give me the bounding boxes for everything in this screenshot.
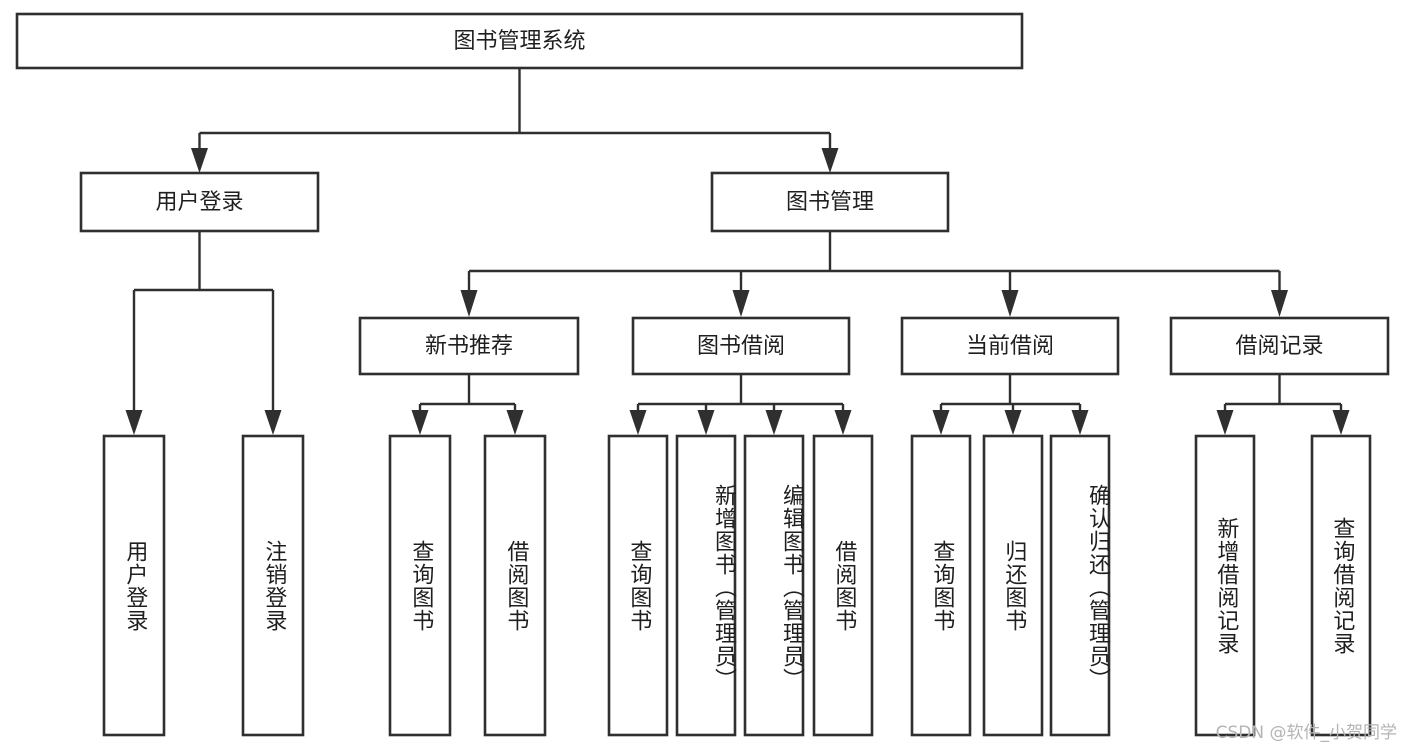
- arrow-head-leaf-query-borrow-record: [1332, 410, 1350, 435]
- arrow-head-borrow-record: [1271, 290, 1288, 317]
- node-layer: 图书管理系统 用户登录 图书管理 新书推荐 图书借阅 当前借阅 借阅记录: [15, 12, 1390, 737]
- arrow-head-leaf-add-book-admin: [697, 410, 715, 435]
- arrow-head-leaf-borrow-book: [834, 410, 852, 435]
- connector-current-borrow-to-leaves: [939, 374, 1082, 412]
- arrow-head-leaf-add-borrow-record: [1216, 410, 1234, 435]
- node-box-leaf-query-book-recommend[interactable]: [388, 434, 452, 737]
- node-box-leaf-logout[interactable]: [241, 434, 305, 737]
- arrow-head-user-login: [191, 148, 208, 173]
- node-box-leaf-query-book-current[interactable]: [910, 434, 972, 737]
- node-box-leaf-return-book[interactable]: [982, 434, 1044, 737]
- node-box-leaf-user-login[interactable]: [102, 434, 166, 737]
- node-box-root[interactable]: [15, 12, 1024, 70]
- node-box-borrow-record[interactable]: [1169, 316, 1390, 376]
- arrow-head-leaf-query-book-recommend: [411, 410, 429, 435]
- arrow-head-leaf-query-book-borrow: [629, 410, 647, 435]
- connector-root-to-level1: [198, 68, 832, 150]
- node-box-leaf-query-book-borrow[interactable]: [607, 434, 669, 737]
- arrow-head-current-borrow: [1001, 290, 1019, 317]
- arrow-head-book-management: [821, 148, 839, 173]
- connector-new-book-recommend-to-leaves: [418, 374, 517, 412]
- node-label-book-management: 图书管理: [786, 190, 874, 215]
- arrow-head-leaf-borrow-book-recommend: [506, 410, 524, 435]
- node-box-user-login[interactable]: [79, 171, 320, 233]
- node-box-leaf-query-borrow-record[interactable]: [1310, 434, 1372, 737]
- node-box-leaf-confirm-return-admin[interactable]: [1049, 434, 1111, 737]
- node-box-leaf-borrow-book-recommend[interactable]: [483, 434, 547, 737]
- connector-borrow-record-to-leaves: [1223, 374, 1343, 412]
- node-label-borrow-record: 借阅记录: [1235, 334, 1323, 359]
- node-box-book-management[interactable]: [710, 171, 950, 233]
- node-box-current-borrow[interactable]: [900, 316, 1120, 376]
- arrow-head-leaf-confirm-return-admin: [1071, 410, 1089, 435]
- connector-book-management-to-level2: [467, 231, 1281, 292]
- node-label-user-login: 用户登录: [155, 190, 243, 215]
- node-box-book-borrow[interactable]: [631, 316, 851, 376]
- connector-user-login-to-leaves: [132, 231, 275, 412]
- node-box-leaf-add-borrow-record[interactable]: [1194, 434, 1256, 737]
- arrow-head-leaf-logout: [264, 410, 282, 435]
- arrow-head-leaf-user-login: [125, 410, 143, 435]
- node-box-new-book-recommend[interactable]: [358, 316, 580, 376]
- node-box-leaf-edit-book-admin[interactable]: [743, 434, 805, 737]
- connector-book-borrow-to-leaves: [636, 374, 845, 412]
- connector-layer: [125, 68, 1350, 435]
- arrow-head-leaf-edit-book-admin: [765, 410, 783, 435]
- arrow-head-book-borrow: [732, 290, 750, 317]
- node-label-book-borrow: 图书借阅: [697, 334, 785, 359]
- watermark-text: CSDN @软件_小贺同学: [1215, 723, 1397, 743]
- arrow-head-leaf-query-book-current: [932, 410, 950, 435]
- node-label-root: 图书管理系统: [453, 29, 585, 54]
- arrow-head-new-book-recommend: [460, 290, 478, 317]
- node-label-current-borrow: 当前借阅: [966, 334, 1054, 359]
- node-label-new-book-recommend: 新书推荐: [425, 334, 513, 359]
- node-box-leaf-borrow-book[interactable]: [812, 434, 874, 737]
- arrow-head-leaf-return-book: [1004, 410, 1022, 435]
- node-box-leaf-add-book-admin[interactable]: [675, 434, 737, 737]
